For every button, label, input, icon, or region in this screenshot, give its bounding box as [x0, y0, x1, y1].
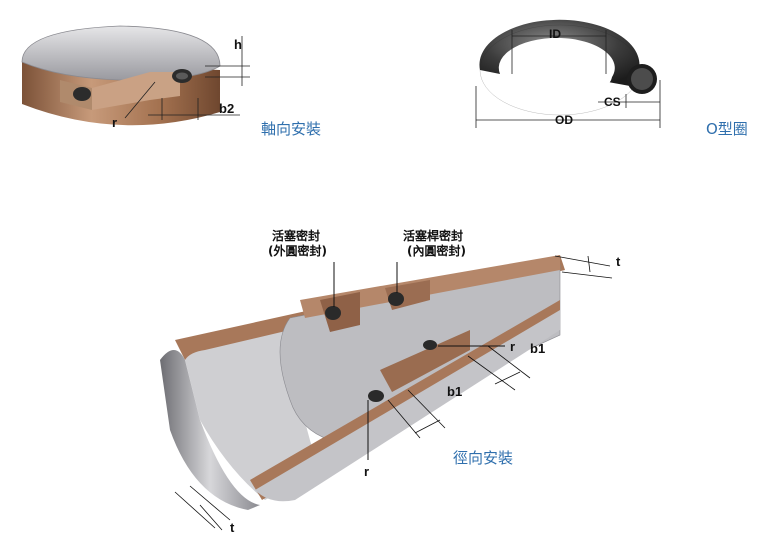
axial-label-r: r [112, 115, 117, 130]
rod-seal-sublabel: (內圓密封) [407, 243, 466, 258]
oring-label-od: OD [555, 113, 573, 127]
axial-label-h: h [234, 37, 242, 52]
radial-label-r-top: r [510, 339, 515, 354]
oring-caption: O型圈 [706, 120, 748, 138]
piston-seal-sublabel: (外圓密封) [268, 243, 327, 258]
piston-seal-label: 活塞密封 [272, 228, 320, 243]
o-ring-illustration [475, 19, 661, 128]
radial-label-r-bottom: r [364, 464, 369, 479]
axial-seal-illustration [21, 25, 250, 126]
radial-label-t-top: t [616, 254, 621, 269]
radial-label-b1-lower: b1 [447, 384, 462, 399]
radial-label-t-bottom: t [230, 520, 235, 535]
radial-seal-illustration [160, 255, 613, 531]
oring-label-id: ID [549, 27, 561, 41]
axial-label-b2: b2 [219, 101, 234, 116]
axial-caption: 軸向安裝 [261, 120, 322, 138]
oring-label-cs: CS [604, 95, 621, 109]
radial-label-b1-upper: b1 [530, 341, 545, 356]
rod-seal-label: 活塞桿密封 [403, 228, 463, 243]
radial-caption: 徑向安裝 [453, 449, 514, 467]
